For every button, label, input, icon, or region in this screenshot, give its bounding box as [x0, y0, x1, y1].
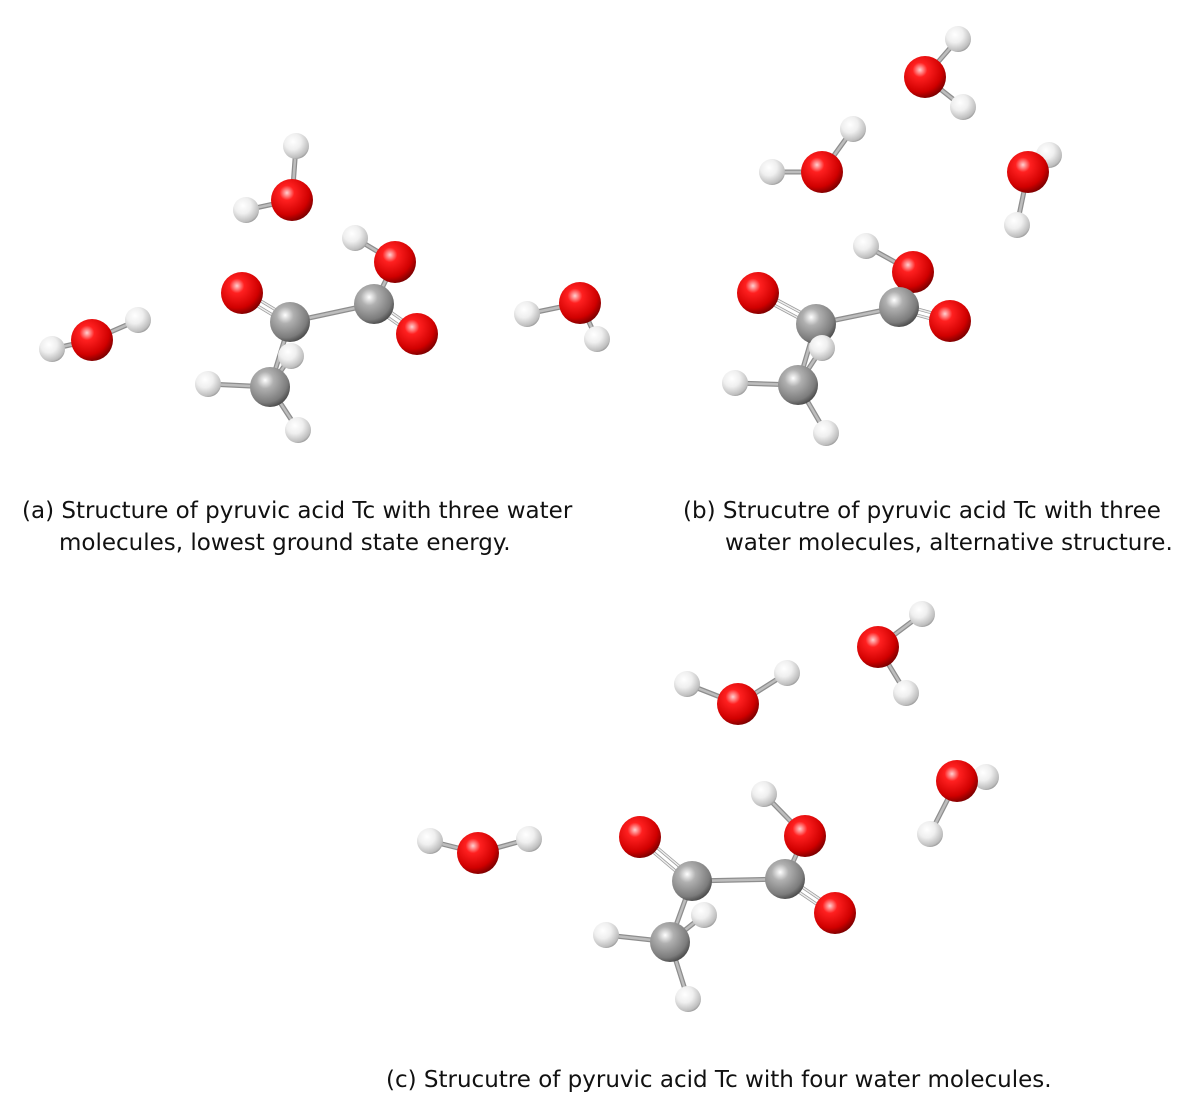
carbon-atom — [879, 287, 919, 327]
oxygen-atom — [619, 816, 661, 858]
hydrogen-atom — [853, 233, 879, 259]
hydrogen-atom — [973, 764, 999, 790]
caption-panel-c: (c) Strucutre of pyruvic acid Tc with fo… — [386, 1064, 1052, 1096]
hydrogen-atom — [233, 197, 259, 223]
hydrogen-atom — [813, 420, 839, 446]
caption-a-line-2: molecules, lowest ground state energy. — [59, 530, 511, 556]
hydrogen-atom — [516, 826, 542, 852]
oxygen-atom — [1007, 151, 1049, 193]
oxygen-atom — [784, 815, 826, 857]
hydrogen-atom — [675, 986, 701, 1012]
oxygen-atom — [271, 179, 313, 221]
carbon-atom — [796, 304, 836, 344]
oxygen-atom — [221, 272, 263, 314]
hydrogen-atom — [514, 301, 540, 327]
oxygen-atom — [814, 892, 856, 934]
hydrogen-atom — [674, 671, 700, 697]
oxygen-atom — [717, 683, 759, 725]
oxygen-atom — [857, 626, 899, 668]
oxygen-atom — [801, 151, 843, 193]
hydrogen-atom — [751, 781, 777, 807]
hydrogen-atom — [774, 660, 800, 686]
hydrogen-atom — [1004, 212, 1030, 238]
hydrogen-atom — [39, 336, 65, 362]
hydrogen-atom — [195, 371, 221, 397]
hydrogen-atom — [893, 680, 919, 706]
hydrogen-atom — [840, 116, 866, 142]
hydrogen-atom — [342, 225, 368, 251]
hydrogen-atom — [945, 26, 971, 52]
caption-panel-b: (b) Strucutre of pyruvic acid Tc with th… — [683, 495, 1173, 559]
carbon-atom — [672, 861, 712, 901]
caption-panel-a: (a) Structure of pyruvic acid Tc with th… — [22, 495, 572, 559]
hydrogen-atom — [722, 370, 748, 396]
oxygen-atom — [904, 56, 946, 98]
hydrogen-atom — [593, 922, 619, 948]
caption-b-line-2: water molecules, alternative structure. — [725, 530, 1173, 556]
oxygen-atom — [559, 282, 601, 324]
carbon-atom — [765, 859, 805, 899]
hydrogen-atom — [917, 821, 943, 847]
hydrogen-atom — [584, 326, 610, 352]
hydrogen-atom — [691, 902, 717, 928]
atom-layer — [39, 26, 1062, 1012]
oxygen-atom — [71, 319, 113, 361]
hydrogen-atom — [909, 601, 935, 627]
carbon-atom — [778, 365, 818, 405]
oxygen-atom — [396, 313, 438, 355]
oxygen-atom — [929, 300, 971, 342]
hydrogen-atom — [285, 417, 311, 443]
oxygen-atom — [374, 241, 416, 283]
caption-b-line-1: (b) Strucutre of pyruvic acid Tc with th… — [683, 498, 1161, 524]
hydrogen-atom — [809, 335, 835, 361]
oxygen-atom — [457, 832, 499, 874]
caption-c-line-1: (c) Strucutre of pyruvic acid Tc with fo… — [386, 1067, 1052, 1093]
carbon-atom — [354, 284, 394, 324]
carbon-atom — [270, 302, 310, 342]
hydrogen-atom — [283, 133, 309, 159]
hydrogen-atom — [950, 94, 976, 120]
hydrogen-atom — [125, 307, 151, 333]
hydrogen-atom — [417, 828, 443, 854]
carbon-atom — [650, 922, 690, 962]
oxygen-atom — [936, 760, 978, 802]
oxygen-atom — [737, 272, 779, 314]
caption-a-line-1: (a) Structure of pyruvic acid Tc with th… — [22, 498, 573, 524]
oxygen-atom — [892, 251, 934, 293]
carbon-atom — [250, 367, 290, 407]
hydrogen-atom — [278, 343, 304, 369]
hydrogen-atom — [759, 159, 785, 185]
